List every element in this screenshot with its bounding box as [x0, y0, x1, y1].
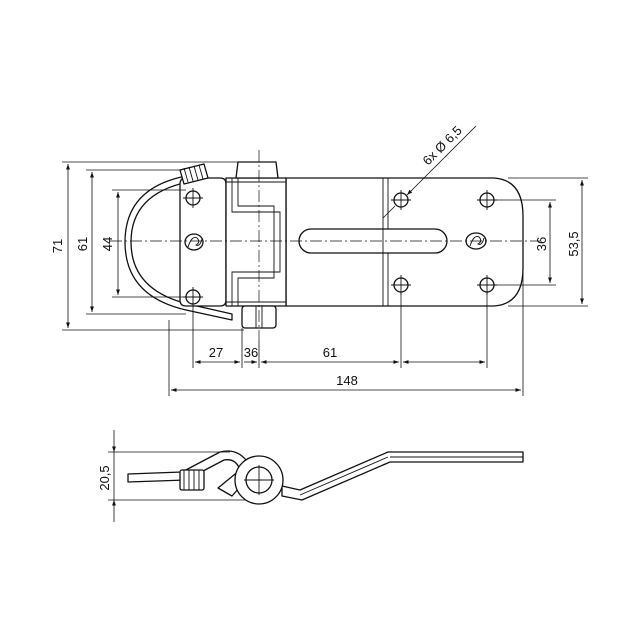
hinge-body: [225, 177, 287, 307]
spring-coil: [179, 163, 209, 185]
dim-label-61-vertical: 61: [75, 237, 90, 251]
side-hasp-arm: [281, 451, 524, 501]
logo-mark-left: [184, 233, 204, 251]
dim-label-20-5: 20,5: [97, 465, 112, 490]
top-view: [110, 150, 540, 340]
hole-right-top-right: [477, 190, 497, 210]
dim-label-148: 148: [336, 373, 358, 388]
hinge-pin-top: [235, 161, 279, 179]
hole-callout-leader: [406, 125, 477, 196]
dim-label-27: 27: [209, 345, 223, 360]
dim-label-61-horizontal: 61: [323, 345, 337, 360]
dim-label-44: 44: [100, 237, 115, 251]
dim-label-36-vertical: 36: [534, 237, 549, 251]
dim-label-36-horizontal: 36: [244, 345, 258, 360]
side-view: 20,5: [97, 430, 524, 522]
dim-label-71: 71: [50, 239, 65, 253]
side-spring-coil: [179, 469, 205, 491]
dim-label-53-5: 53,5: [566, 231, 581, 256]
wire-bail: [124, 175, 233, 321]
hole-left-top: [183, 188, 203, 208]
hole-callout-label: 6x Ø 6,5: [420, 123, 465, 168]
hole-right-top-left: [391, 190, 411, 210]
